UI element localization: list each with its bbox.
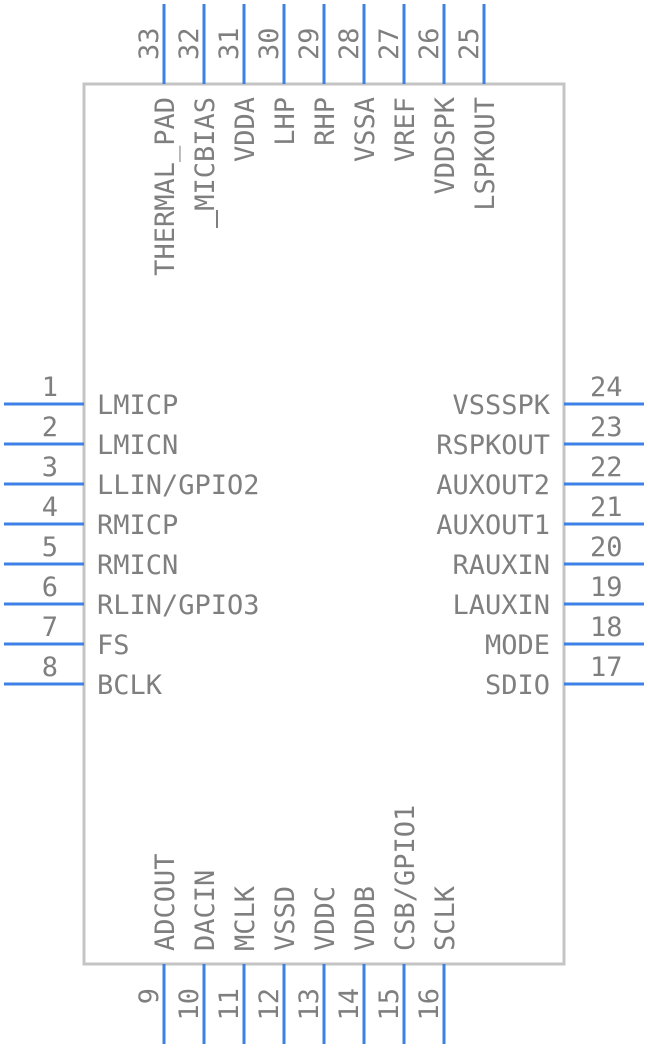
pin-1-lmicp-label: LMICP [97,390,178,421]
pin-9-adcout-number: 9 [134,988,165,1004]
pin-5-rmicn-number: 5 [42,532,58,563]
pin-4-rmicp-number: 4 [42,492,58,523]
pin-19-lauxin-label: LAUXIN [452,590,550,621]
pin-16-sclk-label: SCLK [430,885,461,951]
pin-33-thermal-pad-label: THERMAL_PAD [150,97,181,276]
pin-10-dacin-number: 10 [174,988,205,1021]
pin-14-vddb-label: VDDB [350,886,381,951]
pin-26-vddspk-number: 26 [414,27,445,60]
pin-28-vssa-number: 28 [334,27,365,60]
pin-8-bclk-label: BCLK [97,670,163,701]
pin-25-lspkout-number: 25 [454,27,485,60]
pin-1-lmicp-number: 1 [42,372,58,403]
pin-32-micbias-label: MICBIAS [190,97,221,211]
pin-18-mode-number: 18 [590,612,623,643]
pin-3-llin-gpio2-number: 3 [42,452,58,483]
pin-20-rauxin-number: 20 [590,532,623,563]
pin-23-rspkout-label: RSPKOUT [436,430,550,461]
pin-25-lspkout-label: LSPKOUT [470,97,501,211]
ic-body [82,82,566,966]
pin-21-auxout1-number: 21 [590,492,623,523]
pin-16-sclk-number: 16 [414,988,445,1021]
pin-15-csb-gpio1-label: CSB/GPIO1 [390,805,421,951]
pin-29-rhp-number: 29 [294,27,325,60]
pin-11-mclk-label: MCLK [230,885,261,951]
pin-28-vssa-label: VSSA [350,97,381,162]
pin-21-auxout1-label: AUXOUT1 [436,510,550,541]
pin-23-rspkout-number: 23 [590,412,623,443]
pin-20-rauxin-label: RAUXIN [452,550,550,581]
pin-6-rlin-gpio3-label: RLIN/GPIO3 [97,590,260,621]
pin-12-vssd-label: VSSD [270,886,301,951]
pin-27-vref-number: 27 [374,27,405,60]
pin-6-rlin-gpio3-number: 6 [42,572,58,603]
pin-5-rmicn-label: RMICN [97,550,178,581]
pin-17-sdio-label: SDIO [485,670,550,701]
pin-2-lmicn-number: 2 [42,412,58,443]
pin-22-auxout2-number: 22 [590,452,623,483]
pin-3-llin-gpio2-label: LLIN/GPIO2 [97,470,260,501]
pin-32-micbias-number: 32 [174,27,205,60]
pin-14-vddb-number: 14 [334,988,365,1021]
pin-9-adcout-label: ADCOUT [150,853,181,951]
pin-24-vssspk-label: VSSSPK [452,390,550,421]
pin-31-vdda-label: VDDA [230,97,261,162]
pin-19-lauxin-number: 19 [590,572,623,603]
pin-30-lhp-number: 30 [254,27,285,60]
pin-30-lhp-label: LHP [270,97,301,146]
pin-27-vref-label: VREF [390,97,421,162]
pin-31-vdda-number: 31 [214,27,245,60]
pin-18-mode-label: MODE [485,630,550,661]
pin-24-vssspk-number: 24 [590,372,623,403]
pin-15-csb-gpio1-number: 15 [374,988,405,1021]
pin-8-bclk-number: 8 [42,652,58,683]
pin-12-vssd-number: 12 [254,988,285,1021]
pin-7-fs-number: 7 [42,612,58,643]
pin-13-vddc-number: 13 [294,988,325,1021]
pin-26-vddspk-label: VDDSPK [430,96,461,194]
pin-11-mclk-number: 11 [214,988,245,1021]
pin-22-auxout2-label: AUXOUT2 [436,470,550,501]
pin-4-rmicp-label: RMICP [97,510,178,541]
pin-13-vddc-label: VDDC [310,886,341,951]
pin-7-fs-label: FS [97,630,130,661]
pin-33-thermal-pad-number: 33 [134,27,165,60]
pin-17-sdio-number: 17 [590,652,623,683]
pin-10-dacin-label: DACIN [190,870,221,951]
pin-29-rhp-label: RHP [310,97,341,146]
pin-2-lmicn-label: LMICN [97,430,178,461]
